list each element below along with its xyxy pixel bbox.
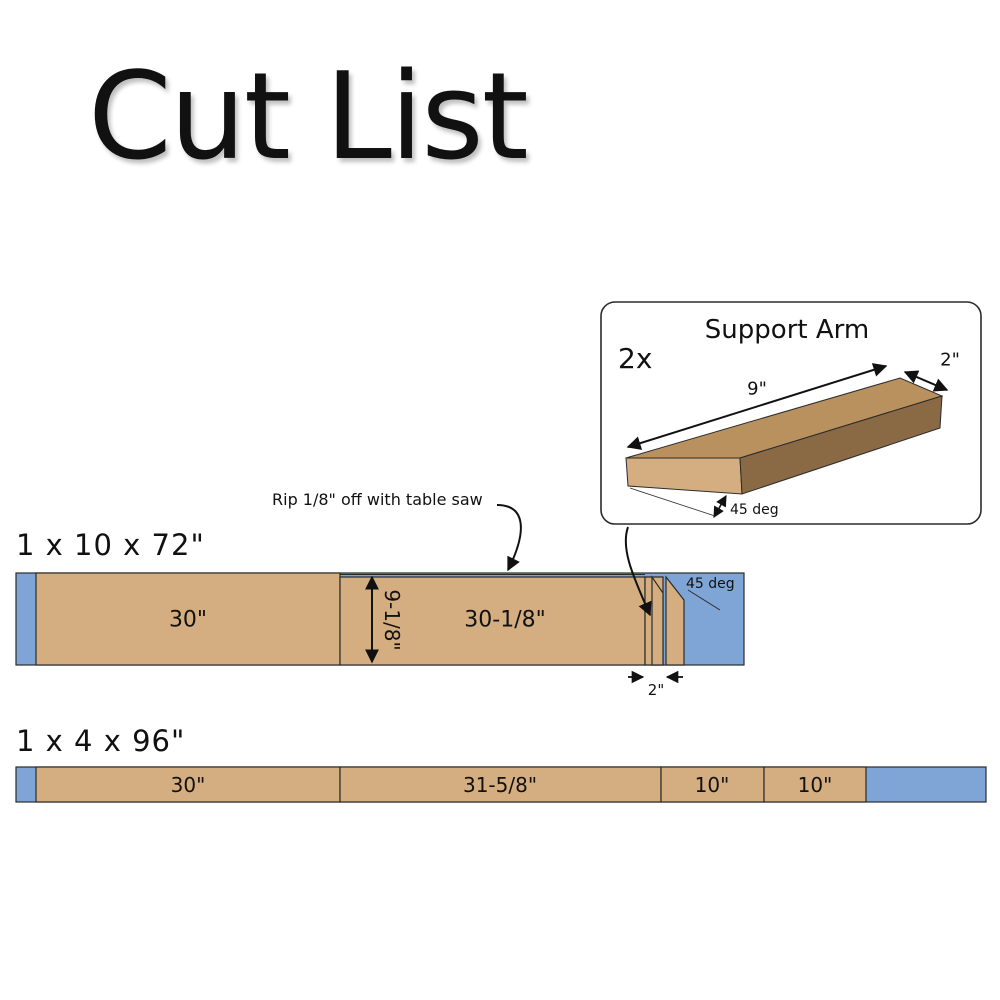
arm-angle-arrow — [713, 495, 727, 518]
arm-width-label: 2" — [647, 681, 665, 699]
piece-label-31-5-8: 31-5/8" — [462, 773, 538, 797]
piece-10-in-b — [763, 766, 867, 803]
support-arm-piece-2 — [665, 575, 685, 666]
rip-note-arrow — [496, 504, 522, 572]
support-arm-quantity: 2x — [618, 342, 653, 375]
arm-angle-leader — [629, 487, 716, 517]
support-arm-width: 2" — [940, 349, 960, 371]
rip-note: Rip 1/8" off with table saw — [272, 490, 483, 509]
support-arm-length: 9" — [747, 378, 767, 400]
angle-label: 45 deg — [686, 576, 735, 592]
board-1x10 — [15, 504, 745, 684]
piece-30-in — [35, 572, 341, 666]
width-label: 9-1/8" — [380, 589, 404, 651]
arm-length-arrow — [626, 363, 888, 450]
arm-width-arrow — [903, 370, 949, 392]
piece-label-30-1-8: 30-1/8" — [464, 607, 546, 633]
angle-leader — [687, 589, 721, 611]
support-arm-angle: 45 deg — [730, 502, 779, 518]
support-arm-piece-1-bevel — [651, 575, 664, 666]
support-arm-callout — [600, 301, 982, 525]
piece-label-10-a: 10" — [694, 773, 730, 797]
piece-label-30-b: 30" — [170, 773, 206, 797]
board-1x4 — [15, 766, 987, 803]
piece-30-1-8-in — [339, 576, 646, 666]
board-label-1x10: 1 x 10 x 72" — [16, 528, 205, 562]
board-label-1x4: 1 x 4 x 96" — [16, 724, 186, 758]
support-arm-pointer-arrow — [624, 526, 652, 617]
piece-label-10-b: 10" — [797, 773, 833, 797]
page-title: Cut List — [88, 48, 529, 187]
support-arm-title: Support Arm — [704, 315, 870, 345]
piece-label-30: 30" — [168, 607, 208, 633]
piece-31-5-8-in — [339, 766, 662, 803]
